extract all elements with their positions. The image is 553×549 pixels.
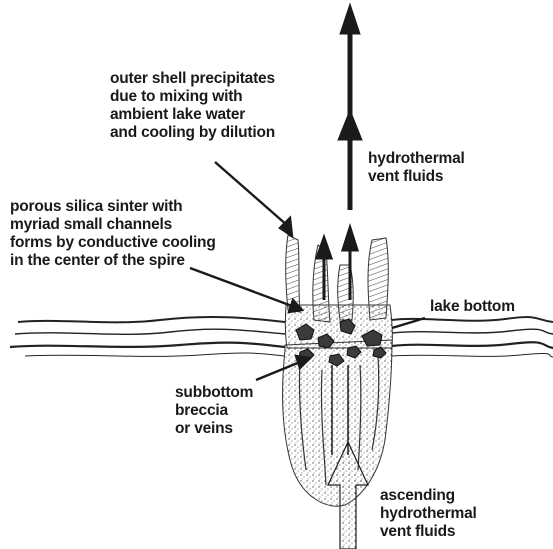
porous-silica-line-3: forms by conductive cooling — [10, 234, 216, 252]
porous-silica-line-2: myriad small channels — [10, 216, 216, 234]
subbottom-label: subbottom breccia or veins — [175, 384, 253, 438]
lake-bottom-lines — [10, 317, 553, 357]
lake-bottom-label: lake bottom — [430, 298, 515, 316]
vent-fluids-top-line-1: hydrothermal — [368, 150, 465, 168]
vent-fluids-top-label: hydrothermal vent fluids — [368, 150, 465, 186]
outer-shell-line-4: and cooling by dilution — [110, 124, 275, 142]
subbottom-line-1: subbottom — [175, 384, 253, 402]
outer-shell-label: outer shell precipitates due to mixing w… — [110, 70, 275, 142]
lake-bottom-line-1: lake bottom — [430, 298, 515, 316]
ascending-line-2: hydrothermal — [380, 505, 477, 523]
ascending-label: ascending hydrothermal vent fluids — [380, 487, 477, 541]
subbottom-line-2: breccia — [175, 402, 253, 420]
vent-fluids-top-line-2: vent fluids — [368, 168, 465, 186]
outer-shell-line-3: ambient lake water — [110, 106, 275, 124]
upper-vent-arrow — [338, 4, 362, 210]
porous-silica-line-4: in the center of the spire — [10, 252, 216, 270]
outer-shell-line-1: outer shell precipitates — [110, 70, 275, 88]
ascending-line-3: vent fluids — [380, 523, 477, 541]
porous-silica-line-1: porous silica sinter with — [10, 198, 216, 216]
porous-silica-label: porous silica sinter with myriad small c… — [10, 198, 216, 270]
spire-flow-arrows — [317, 228, 357, 300]
subbottom-line-3: or veins — [175, 420, 253, 438]
ascending-line-1: ascending — [380, 487, 477, 505]
outer-shell-line-2: due to mixing with — [110, 88, 275, 106]
